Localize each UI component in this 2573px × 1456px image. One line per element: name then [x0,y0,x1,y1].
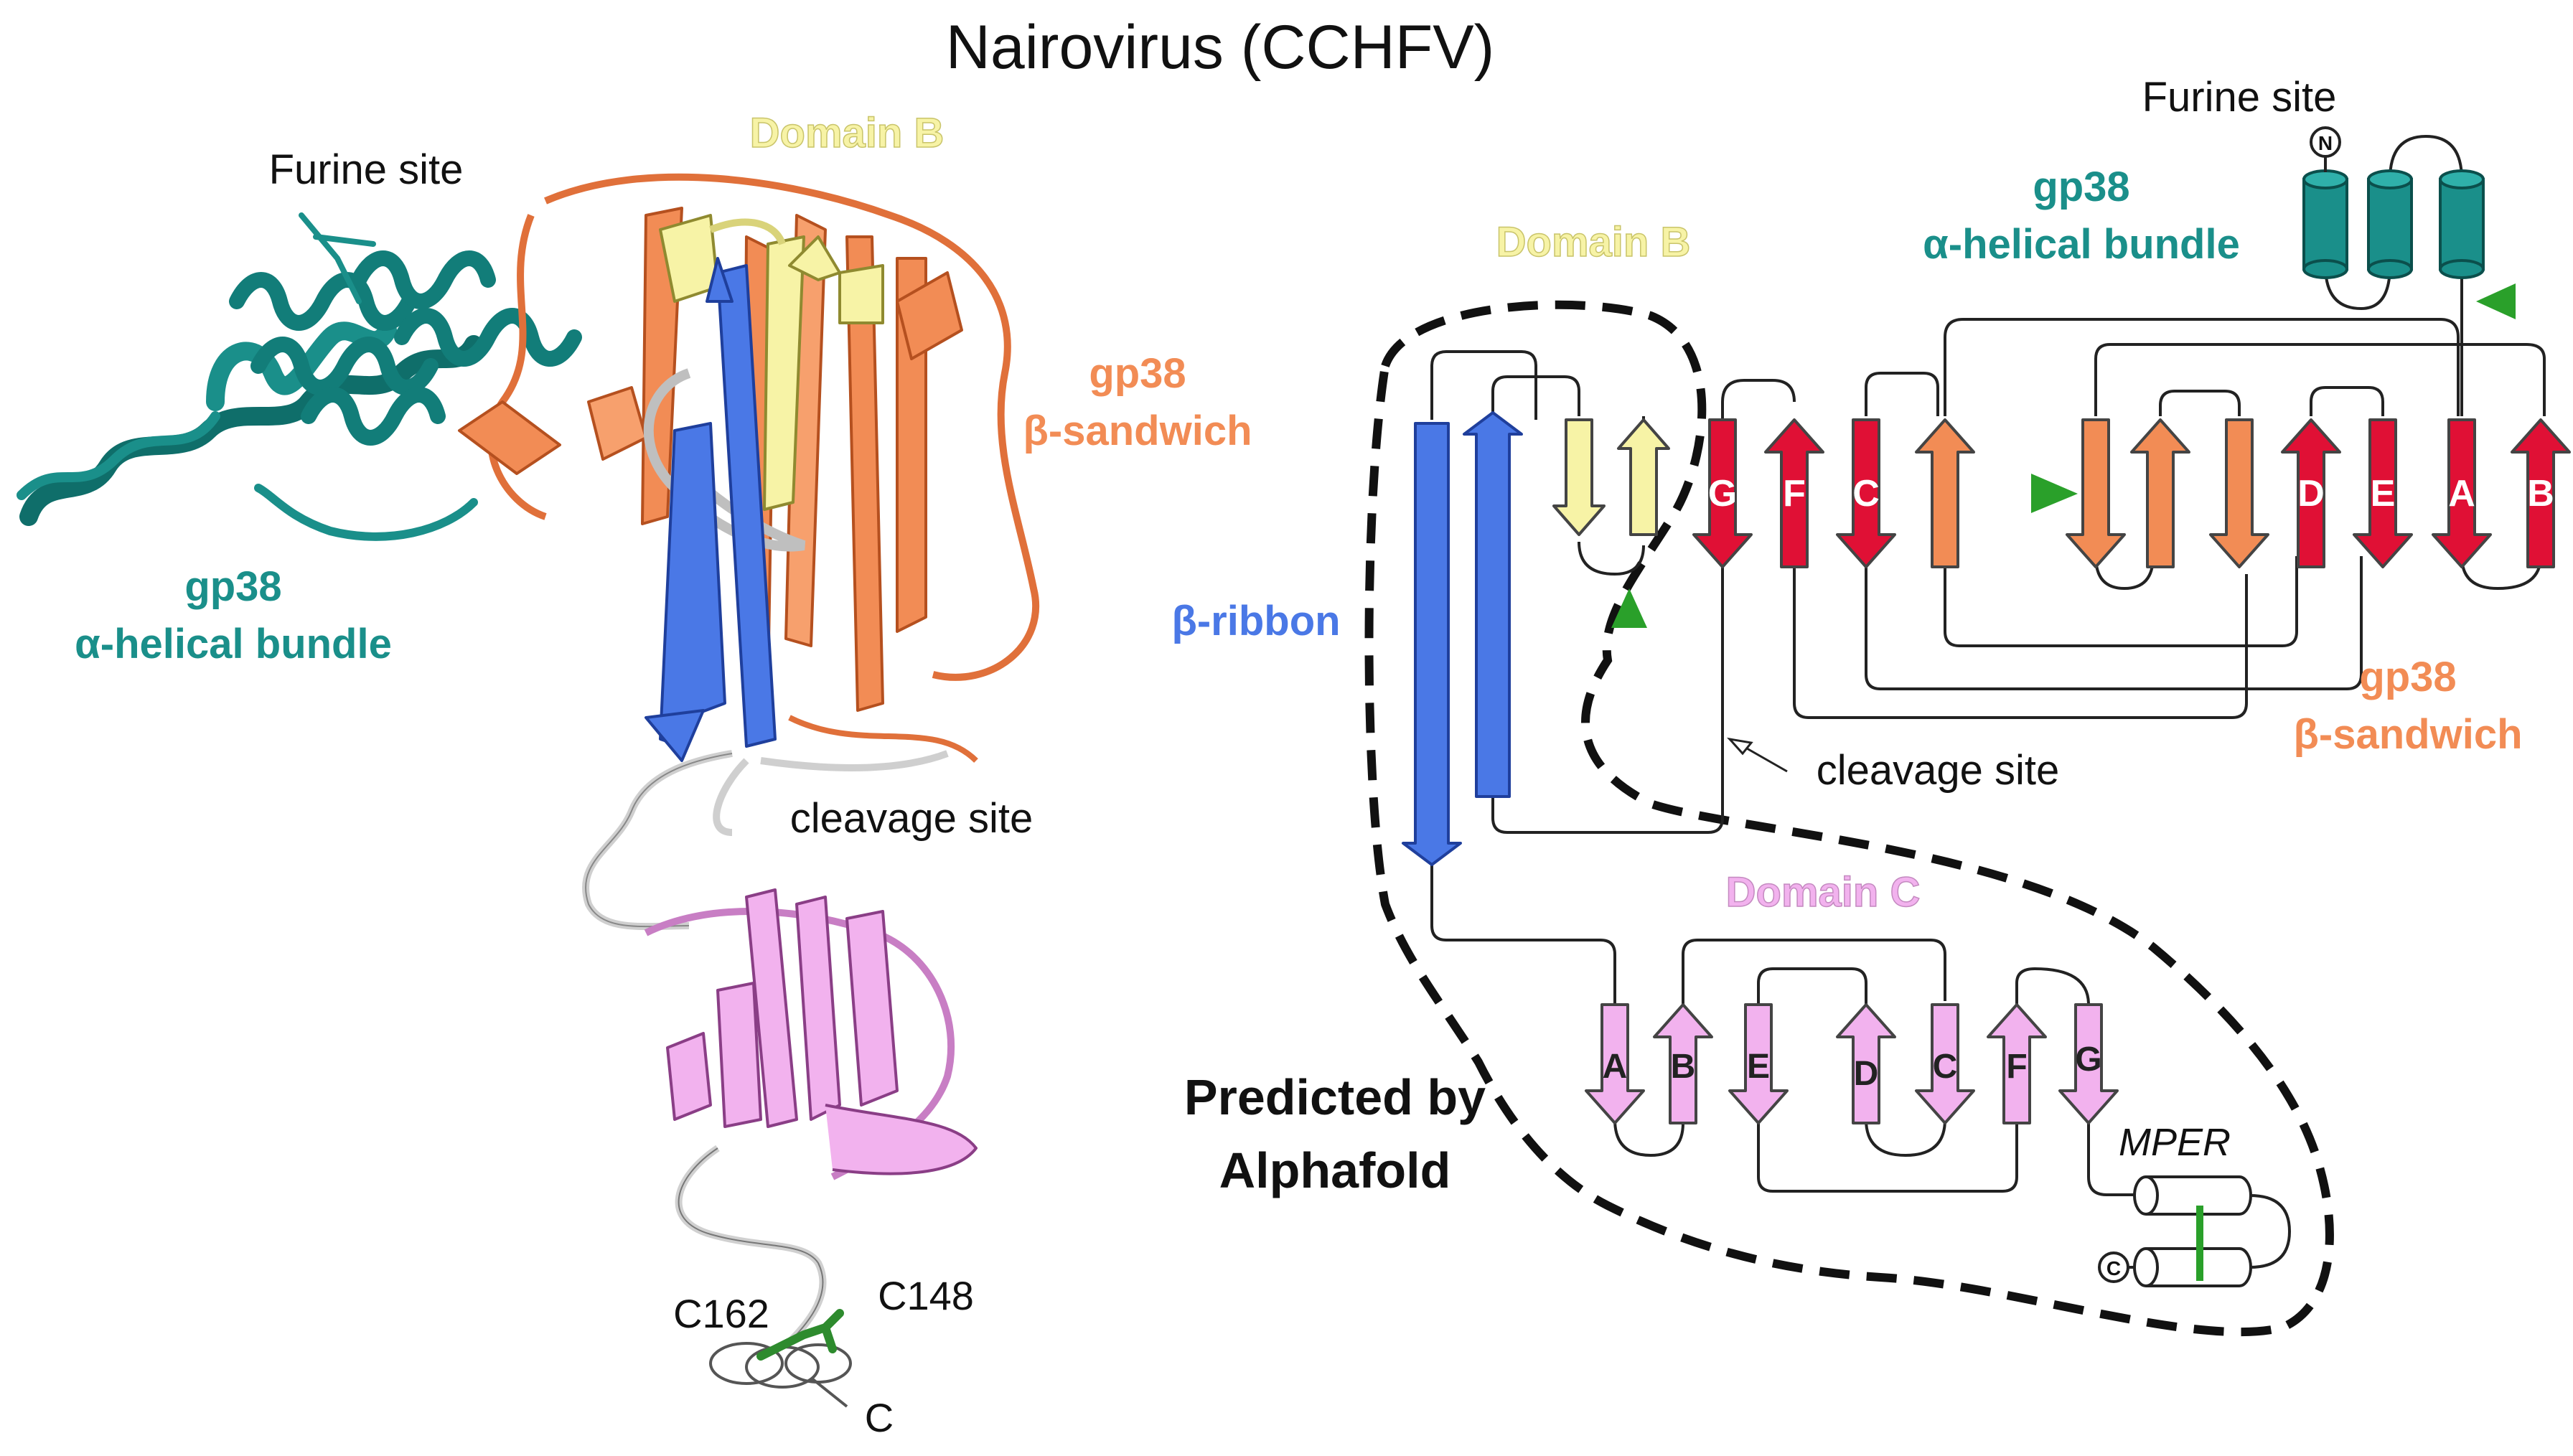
domain-c-strand-e [1728,1003,1789,1124]
figure-title: Nairovirus (CCHFV) [946,13,1494,82]
right-gp38-sandwich-label-2: β-sandwich [2294,711,2523,758]
left-domain-b-label: Domain B [750,110,945,156]
right-furine-site-label: Furine site [2142,74,2337,121]
gp38-strand-f [1764,418,1824,568]
beta-ribbon-ribbon [645,257,777,762]
left-gp38-sandwich-label-2: β-sandwich [1023,408,1252,454]
domain-c-strand-g [2058,1003,2119,1124]
gp38-strand-d [2281,418,2341,568]
domain-c-strand-letters: A B E D C F G [1603,1041,2102,1093]
gp38-strand-label-e: E [2371,473,2396,515]
gp38-strand-orange-1 [1915,418,1975,568]
gp38-strand-label-a: A [2448,473,2475,515]
gp38-strand-g [1692,418,1753,568]
left-c148-label: C148 [878,1273,974,1318]
domain-c-strand-c [1915,1003,1975,1124]
right-predicted-label-1: Predicted by [1184,1069,1486,1125]
domain-c-ribbon [644,888,978,1180]
left-gp38-sandwich-label-1: gp38 [1089,350,1186,397]
domain-c-label-a: A [1603,1048,1628,1086]
beta-ribbon-strand-1 [1402,422,1462,866]
beta-ribbon-strands [1402,411,1523,866]
n-terminus-label: N [2318,132,2333,154]
gp38-strand-b [2511,418,2571,568]
right-predicted-label-2: Alphafold [1219,1142,1451,1198]
mper-helices [2133,1175,2292,1287]
helix-cylinder-2 [2367,169,2413,279]
gp38-strand-a [2432,418,2492,568]
c-terminal-coil-outline [678,1147,824,1343]
domain-c-label-d: D [1854,1055,1879,1093]
domain-b-green-marker [1611,588,1647,628]
domain-c-label-e: E [1747,1048,1770,1086]
domain-c-label-f: F [2006,1048,2027,1086]
cleavage-site-pointer [1727,737,1788,773]
c-terminus-badge [2098,1251,2129,1283]
domain-c-strand-a [1585,1003,1645,1124]
gp38-strand-label-b: B [2527,473,2554,515]
left-cleavage-site-label: cleavage site [790,795,1034,842]
left-furine-site-label: Furine site [269,146,464,193]
helix-cylinder-1 [2302,169,2348,279]
gp38-strand-c [1836,418,1896,568]
alphafold-region-outline [1364,300,2334,1337]
right-cleavage-site-label: cleavage site [1817,747,2060,794]
gp38-helix-cylinders [2302,169,2485,279]
domain-c-label-g: G [2075,1041,2101,1079]
gp38-sandwich-strands [1692,418,2571,568]
domain-c-label-c: C [1933,1048,1958,1086]
topology-diagram: G F C D E A B [1364,126,2571,1337]
right-gp38-helical-label-1: gp38 [2033,164,2129,210]
ribbon-model [17,173,1040,1408]
domain-b-strand-1 [1552,418,1606,536]
c-terminus-label: C [2106,1257,2121,1279]
gp38-strand-label-g: G [1708,473,1737,515]
right-mper-label: MPER [2119,1121,2231,1164]
stem-linker-outline [584,753,733,928]
domain-c-strand-d [1836,1003,1896,1124]
gp38-helical-bundle-ribbon [17,212,582,541]
domain-c-strand-f [1987,1003,2047,1124]
right-domain-b-label: Domain B [1496,219,1691,266]
gp38-strand-orange-2 [2066,418,2126,568]
domain-b-strands [1552,418,1670,536]
helix-cylinder-3 [2439,169,2485,279]
gp38-strand-label-c: C [1852,473,1880,515]
domain-c-label-b: B [1671,1048,1696,1086]
domain-b-ribbon [659,214,884,511]
right-gp38-sandwich-label-1: gp38 [2359,654,2456,700]
gp38-strand-e [2353,418,2413,568]
beta-ribbon-strand-2 [1463,411,1523,798]
left-c-terminus-label: C [865,1395,894,1440]
left-c162-label: C162 [673,1291,769,1336]
domain-c-strand-b [1653,1003,1713,1124]
gp38-strand-letters: G F C D E A B [1708,473,2554,515]
right-domain-c-label: Domain C [1726,869,1921,916]
disulfide-bond [756,1309,844,1361]
domain-b-strand-2 [1617,418,1670,536]
left-gp38-helical-label-1: gp38 [184,563,281,610]
right-gp38-helical-label-2: α-helical bundle [1923,221,2240,268]
right-beta-ribbon-label: β-ribbon [1171,598,1340,644]
c-terminal-helix [709,1342,852,1408]
topology-connections [1430,134,2546,1196]
gp38-strand-label-f: F [1783,473,1806,515]
domain-c-strands [1585,1003,2119,1124]
sandwich-green-marker [2031,474,2078,513]
gp38-strand-orange-4 [2209,418,2269,568]
n-terminus-badge [2310,126,2341,158]
helix-green-marker [2476,283,2516,319]
gp38-strand-label-d: D [2297,473,2325,515]
gp38-strand-orange-3 [2130,418,2190,568]
left-gp38-helical-label-2: α-helical bundle [75,621,392,667]
